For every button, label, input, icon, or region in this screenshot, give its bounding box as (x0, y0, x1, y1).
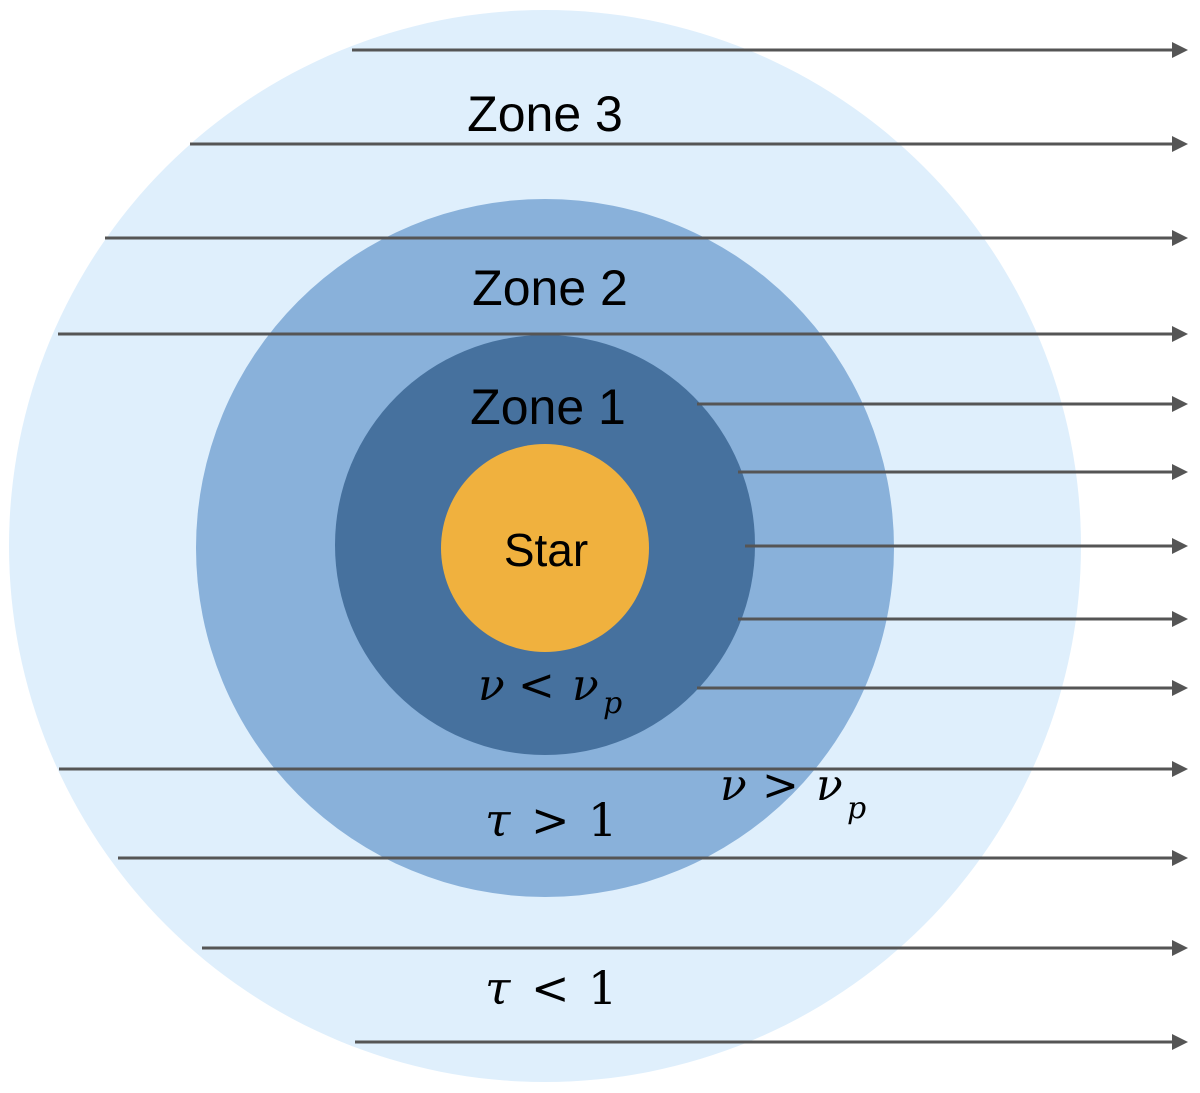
right-arrow-icon (1172, 611, 1188, 627)
right-arrow-icon (1172, 396, 1188, 412)
greater-than-operator: > (762, 760, 799, 811)
subscript-p: p (847, 791, 866, 826)
right-arrow-icon (1172, 761, 1188, 777)
subscript-p: p (603, 686, 622, 721)
star-disk (441, 444, 649, 652)
tau-greater-than-1-annotation: τ > 1 (485, 793, 617, 847)
right-arrow-icon (1172, 940, 1188, 956)
star-label: Star (504, 524, 588, 576)
right-arrow-icon (1172, 680, 1188, 696)
right-arrow-icon (1172, 538, 1188, 554)
nu-symbol: ν (478, 660, 505, 711)
tau-threshold-value: 1 (588, 961, 617, 1015)
right-arrow-icon (1172, 850, 1188, 866)
right-arrow-icon (1172, 464, 1188, 480)
right-arrow-icon (1172, 136, 1188, 152)
zone-3-label: Zone 3 (467, 86, 623, 142)
greater-than-operator: > (531, 793, 570, 847)
tau-symbol: τ (485, 961, 512, 1015)
right-arrow-icon (1172, 42, 1188, 58)
tau-threshold-value: 1 (588, 793, 617, 847)
tau-symbol: τ (485, 793, 512, 847)
right-arrow-icon (1172, 230, 1188, 246)
right-arrow-icon (1172, 326, 1188, 342)
less-than-operator: < (531, 961, 570, 1015)
nu-less-than-nu-p-annotation: ν < ν p (478, 660, 622, 721)
nu-symbol: ν (572, 660, 599, 711)
zone-1-label: Zone 1 (470, 379, 626, 435)
less-than-operator: < (518, 660, 555, 711)
zone-2-label: Zone 2 (472, 260, 628, 316)
right-arrow-icon (1172, 1034, 1188, 1050)
tau-less-than-1-annotation: τ < 1 (485, 961, 617, 1015)
nu-greater-than-nu-p-annotation: ν > ν p (720, 760, 866, 826)
ray-group (58, 42, 1188, 1050)
nu-symbol: ν (720, 760, 747, 811)
nu-symbol: ν (816, 760, 843, 811)
